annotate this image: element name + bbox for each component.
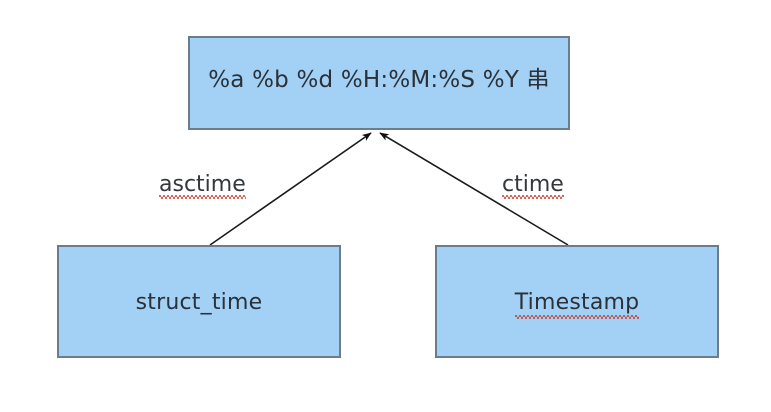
node-struct-time-label: struct_time: [135, 290, 263, 315]
edge-label-ctime-text: ctime: [502, 172, 564, 199]
edge-label-ctime: ctime: [502, 174, 564, 199]
node-timestamp[interactable]: Timestamp: [435, 245, 719, 358]
edge-label-asctime: asctime: [159, 174, 246, 199]
edge-label-asctime-text: asctime: [159, 172, 246, 199]
node-struct-time[interactable]: struct_time: [57, 245, 341, 358]
node-format-string[interactable]: %a %b %d %H:%M:%S %Y 串: [188, 36, 570, 130]
node-timestamp-label: Timestamp: [514, 290, 640, 320]
node-format-string-label: %a %b %d %H:%M:%S %Y 串: [208, 67, 550, 93]
